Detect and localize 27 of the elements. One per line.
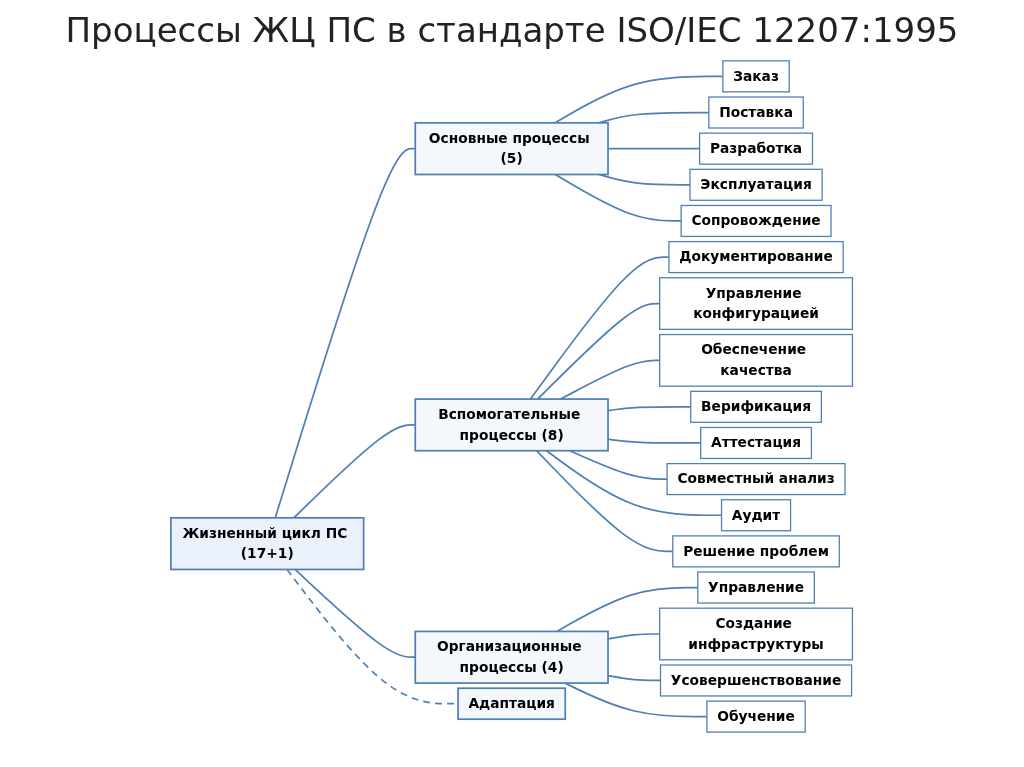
node-box: Организационные процессы (4) [414,630,610,684]
node-box: Управление конфигурацией [659,277,854,330]
node-box: Заказ [722,60,791,93]
connector [536,449,674,553]
node-box: Верификация [690,390,823,423]
connector [556,586,699,633]
node-box: Разработка [699,132,814,165]
node-box: Документирование [668,240,845,274]
node-box: Основные процессы (5) [414,122,610,176]
node-box: Совместный анализ [666,462,846,496]
node-box: Усовершенствование [660,664,853,697]
node-box: Управление [697,571,816,604]
node-box: Решение проблем [672,535,841,568]
node-box: Сопровождение [680,204,832,238]
node-box: Аудит [721,499,792,532]
node-box: Поставка [708,96,805,129]
node-box: Адаптация [457,687,567,721]
node-box: Обеспечение качества [659,333,854,387]
connector [560,359,661,400]
node-box: Жизненный цикл ПС (17+1) [170,516,365,571]
connector [537,302,661,400]
node-box: Вспомогательные процессы (8) [414,398,610,452]
node-box: Эксплуатация [689,168,824,201]
node-box: Обучение [706,700,807,733]
node-box: Аттестация [700,426,813,460]
node-box: Создание инфраструктуры [659,607,854,661]
diagram-title: Процессы ЖЦ ПС в стандарте ISO/IEC 12207:1995 [64,10,960,50]
